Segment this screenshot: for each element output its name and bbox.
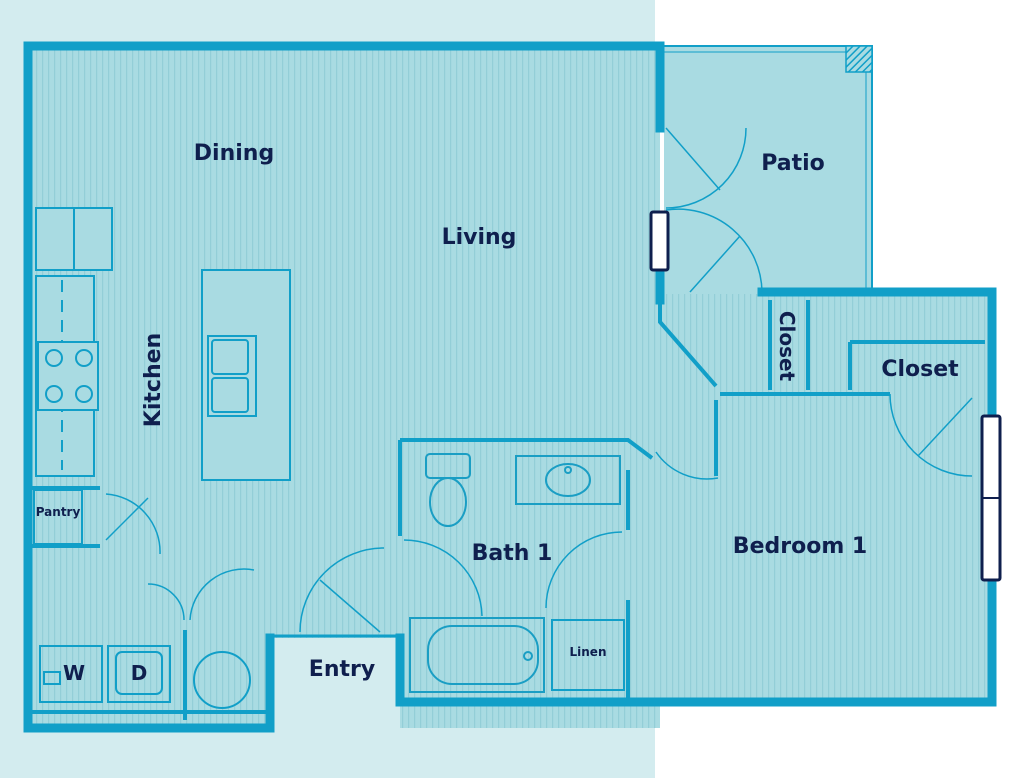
room-label-living: Living bbox=[442, 225, 517, 250]
patio-window bbox=[649, 210, 670, 272]
entry-floor bbox=[270, 638, 400, 778]
bedroom-floor bbox=[660, 292, 992, 702]
room-label-closet-hall: Closet bbox=[775, 311, 799, 382]
kitchen-island bbox=[201, 269, 291, 481]
room-label-entry: Entry bbox=[309, 657, 375, 682]
toilet-icon bbox=[425, 453, 471, 527]
room-label-kitchen: Kitchen bbox=[141, 333, 166, 427]
bedroom-window bbox=[980, 414, 1002, 582]
pantry-shelf bbox=[33, 489, 83, 545]
vanity-sink-icon bbox=[515, 455, 621, 505]
bathtub-icon bbox=[409, 617, 545, 693]
room-label-bedroom: Bedroom 1 bbox=[733, 534, 867, 559]
main-floor bbox=[28, 46, 660, 728]
interior-walls bbox=[32, 300, 985, 720]
room-label-patio: Patio bbox=[761, 151, 825, 176]
stove-icon bbox=[37, 341, 99, 411]
room-label-pantry: Pantry bbox=[36, 505, 81, 519]
laundry-area bbox=[39, 645, 171, 703]
linen-closet bbox=[551, 619, 625, 691]
room-label-dining: Dining bbox=[194, 141, 274, 166]
door-swings bbox=[105, 127, 973, 633]
room-label-bath: Bath 1 bbox=[472, 541, 553, 566]
patio-floor bbox=[664, 46, 872, 294]
room-label-linen: Linen bbox=[570, 645, 607, 659]
room-label-closet-bedroom: Closet bbox=[881, 357, 959, 382]
patio-column bbox=[845, 45, 873, 73]
dryer-label: D bbox=[131, 661, 148, 685]
washer-label: W bbox=[63, 661, 85, 685]
water-heater-icon bbox=[193, 651, 251, 709]
